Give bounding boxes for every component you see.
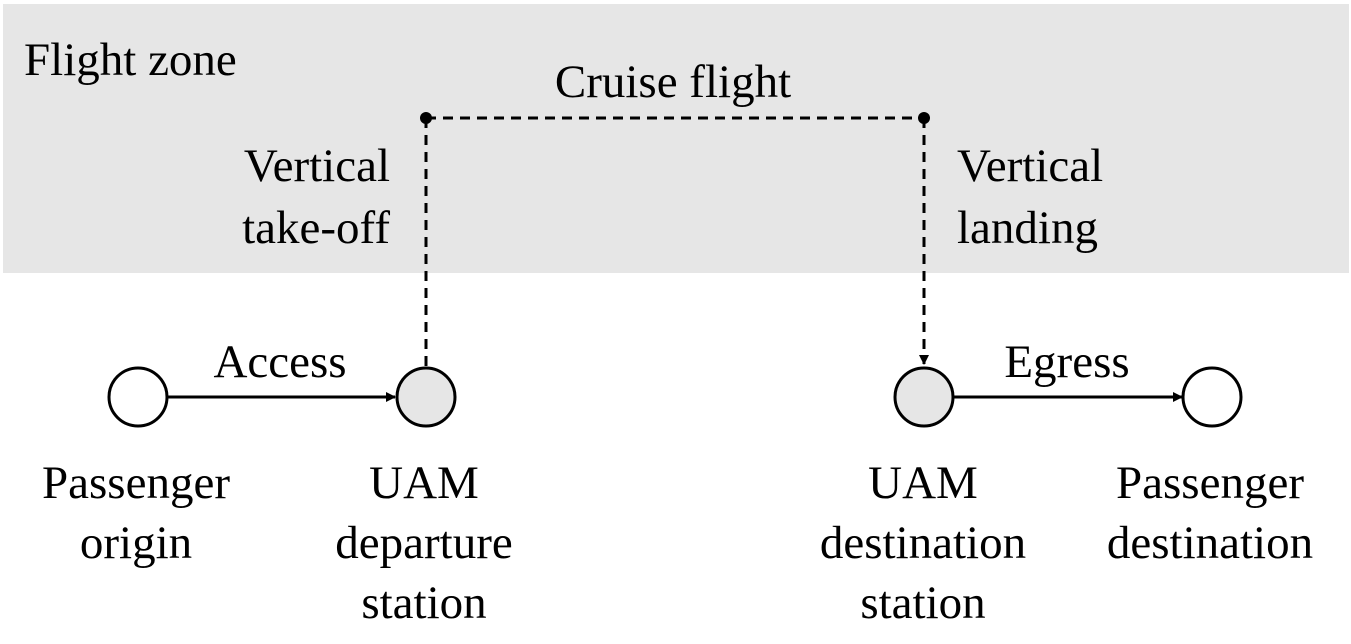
- flight-zone-label: Flight zone: [24, 34, 237, 86]
- cruise-flight-label: Cruise flight: [555, 56, 791, 108]
- destination-station-label-line2: destination: [820, 517, 1026, 569]
- passenger-origin-node: [107, 366, 169, 428]
- origin-label-line2: origin: [80, 517, 192, 569]
- destination-station-label-line3: station: [860, 577, 985, 629]
- landing-label-line1: Vertical: [957, 140, 1103, 192]
- origin-label-line1: Passenger: [42, 457, 230, 509]
- destination-label-line2: destination: [1107, 517, 1313, 569]
- access-label: Access: [213, 336, 346, 388]
- destination-station-node: [893, 366, 955, 428]
- takeoff-label-line1: Vertical: [244, 140, 390, 192]
- takeoff-label-line2: take-off: [242, 202, 390, 254]
- departure-station-node: [395, 366, 457, 428]
- departure-station-label-line2: departure: [335, 517, 512, 569]
- departure-station-label-line3: station: [361, 577, 486, 629]
- destination-station-label-line1: UAM: [868, 457, 978, 509]
- egress-label: Egress: [1004, 336, 1129, 388]
- landing-label-line2: landing: [957, 202, 1098, 254]
- departure-station-label-line1: UAM: [369, 457, 479, 509]
- destination-label-line1: Passenger: [1116, 457, 1304, 509]
- flight-zone-band: [3, 4, 1349, 273]
- passenger-destination-node: [1181, 366, 1243, 428]
